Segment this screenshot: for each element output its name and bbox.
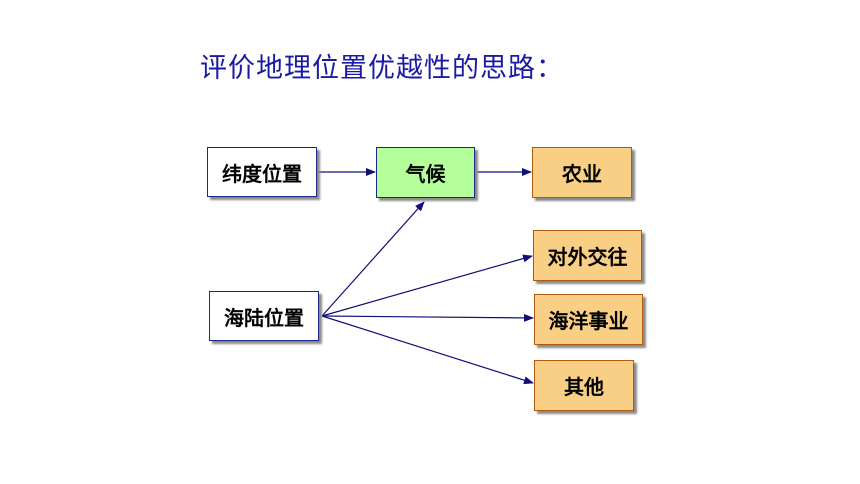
node-marine-industry-label: 海洋事业 [548,309,629,333]
node-land-sea-label: 海陆位置 [224,305,304,330]
arrow-landsea-to-other [321,315,534,385]
node-climate: 气候 [376,147,475,198]
node-other: 其他 [534,360,634,411]
node-land-sea: 海陆位置 [209,291,319,341]
node-latitude-label: 纬度位置 [222,161,302,186]
node-climate-label: 气候 [405,162,446,186]
node-other-label: 其他 [564,375,604,399]
node-agriculture-label: 农业 [562,162,602,186]
arrow-landsea-to-marine-industry [321,313,534,322]
arrow-landsea-to-foreign-exchange [321,254,533,317]
node-foreign-exchange-label: 对外交往 [547,245,628,269]
node-latitude: 纬度位置 [207,147,317,197]
node-foreign-exchange: 对外交往 [533,230,642,281]
node-agriculture: 农业 [532,147,632,198]
node-marine-industry: 海洋事业 [534,294,643,345]
diagram-title: 评价地理位置优越性的思路： [200,53,564,84]
arrow-landsea-to-climate [321,201,425,317]
